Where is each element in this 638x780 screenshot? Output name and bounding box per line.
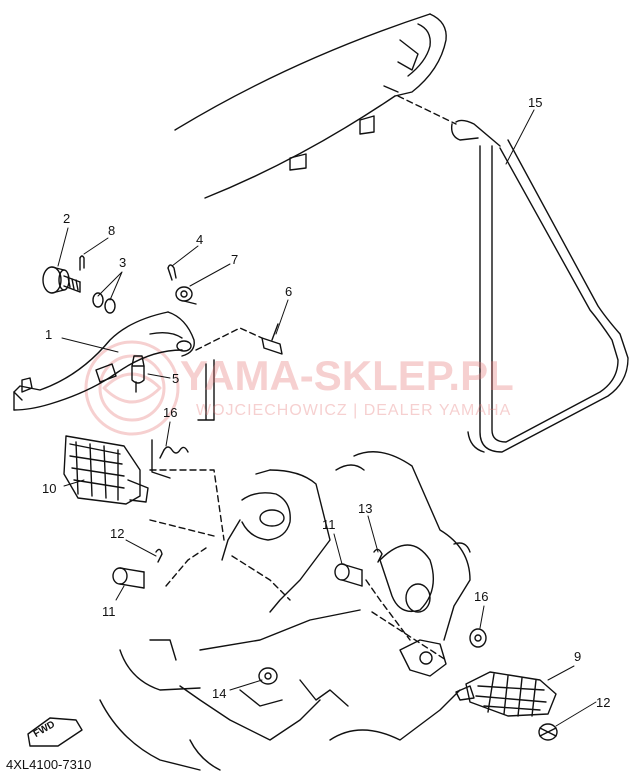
part-13-clip bbox=[538, 723, 558, 741]
part-11-bolt-right bbox=[334, 563, 363, 587]
callout-15: 15 bbox=[528, 95, 543, 110]
callout-14: 16 bbox=[163, 405, 178, 420]
callout-16-right: 16 bbox=[474, 589, 489, 604]
part-9-footrest bbox=[455, 671, 557, 717]
part-12-pin-left bbox=[155, 548, 163, 563]
part-16-washer-bottom bbox=[258, 667, 278, 685]
callout-5: 5 bbox=[172, 371, 180, 386]
leader-lines bbox=[57, 109, 597, 727]
callout-13: 12 bbox=[596, 695, 611, 710]
callout-11-right: 11 bbox=[322, 517, 336, 532]
part-4-pin bbox=[167, 264, 177, 281]
callout-11-left: 11 bbox=[102, 604, 116, 619]
part-14-spring bbox=[151, 439, 189, 479]
frame-outline bbox=[99, 359, 471, 771]
part-8-pin bbox=[79, 255, 85, 271]
part-10-footrest bbox=[63, 435, 149, 505]
callout-2: 2 bbox=[63, 211, 71, 226]
part-16-washer-right bbox=[469, 628, 487, 648]
part-12-pin-right bbox=[373, 548, 383, 563]
part-11-bolt-left bbox=[112, 567, 145, 589]
watermark-text: YAMA-SKLEP.PL bbox=[180, 352, 514, 399]
part-15-rear-stand bbox=[397, 95, 629, 453]
part-7-washer bbox=[175, 286, 197, 305]
part-6-bolt bbox=[195, 323, 283, 355]
callout-4: 4 bbox=[196, 232, 204, 247]
fwd-arrow-icon bbox=[27, 717, 83, 747]
watermark-logo bbox=[84, 340, 180, 436]
part-5-spring bbox=[131, 355, 145, 393]
rear-fender-outline bbox=[174, 13, 447, 199]
callout-6: 6 bbox=[285, 284, 293, 299]
callout-9: 9 bbox=[574, 649, 582, 664]
callout-7: 7 bbox=[231, 252, 239, 267]
callout-12-right: 13 bbox=[358, 501, 373, 516]
callout-8: 8 bbox=[108, 223, 116, 238]
part-1-side-stand bbox=[13, 311, 195, 411]
callout-12-left: 12 bbox=[110, 526, 125, 541]
callout-3: 3 bbox=[119, 255, 127, 270]
catalog-number: 4XL4100-7310 bbox=[6, 757, 92, 772]
watermark-subtext: WOJCIECHOWICZ | DEALER YAMAHA bbox=[196, 402, 512, 419]
callout-10: 10 bbox=[42, 481, 57, 496]
callout-16-bottom: 14 bbox=[212, 686, 227, 701]
part-2-bolt bbox=[42, 266, 81, 294]
callout-1: 1 bbox=[45, 327, 53, 342]
